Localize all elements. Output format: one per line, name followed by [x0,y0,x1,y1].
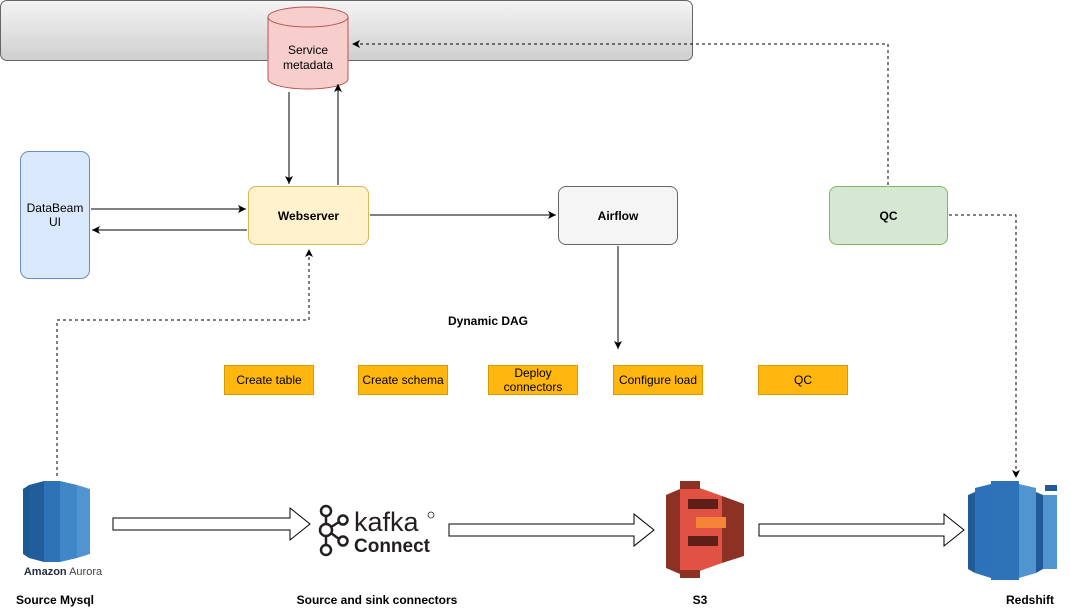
dynamic-dag-label: Dynamic DAG [447,314,529,328]
source-to-webserver-dashed-arrow [56,249,313,476]
registered-mark-icon [427,511,435,519]
task-create-table[interactable]: Create table [224,365,314,395]
databeam-ui-line2: UI [48,215,61,229]
task-create-schema-label: Create schema [362,373,444,387]
qc-label: QC [879,208,898,223]
aurora-to-kafka-flow-arrow [112,506,311,542]
service-metadata-label: Service metadata [268,43,348,73]
amazon-aurora-icon [23,481,90,562]
databeam-ui-node[interactable]: DataBeam UI [20,151,90,279]
service-metadata-cylinder-icon [267,6,349,90]
amazon-s3-icon [666,481,744,578]
amazon-redshift-icon [968,481,1057,580]
connectors-label: Source and sink connectors [296,593,458,607]
service-metadata-line1: Service [287,43,328,57]
task-configure-load-label: Configure load [618,373,698,387]
task-create-table-label: Create table [236,373,302,387]
task-configure-load[interactable]: Configure load [613,365,703,395]
connect-wordmark: Connect [354,536,431,557]
task-create-schema[interactable]: Create schema [358,365,448,395]
source-mysql-label: Source Mysql [15,593,95,607]
task-qc-label: QC [794,373,812,387]
s3-label: S3 [692,593,708,607]
task-deploy-connectors[interactable]: Deploy connectors [488,365,578,395]
webserver-label: Webserver [277,208,340,223]
service-metadata-line2: metadata [282,58,334,72]
task-qc[interactable]: QC [758,365,848,395]
qc-to-redshift-dashed-arrow [949,214,1020,478]
redshift-label: Redshift [1006,593,1054,607]
task-deploy-connectors-line1: Deploy [514,366,552,380]
webserver-node[interactable]: Webserver [248,186,369,245]
aurora-brand-text: Amazon [23,566,67,578]
qc-node[interactable]: QC [829,186,948,245]
kafka-connect-logo [318,504,349,557]
qc-to-metadata-dashed-arrow [352,40,889,185]
kafka-to-s3-flow-arrow [448,512,655,548]
task-deploy-connectors-line2: connectors [503,380,563,394]
s3-to-redshift-flow-arrow [758,512,965,548]
kafka-wordmark: kafka [354,507,420,537]
airflow-label: Airflow [597,208,639,223]
amazon-aurora-caption: Amazon Aurora [8,566,118,578]
aurora-name-text: Aurora [69,566,103,578]
airflow-node[interactable]: Airflow [558,186,678,245]
databeam-ui-line1: DataBeam [26,201,84,215]
